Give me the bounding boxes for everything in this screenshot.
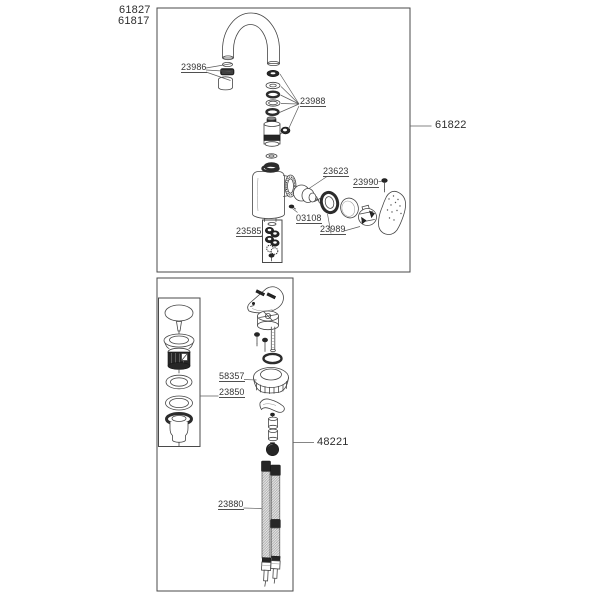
part-label-pop-up-waste: 23850: [219, 387, 245, 398]
part-label-handle-screw: 23990: [353, 177, 379, 188]
mounting-nut-drawing: [253, 367, 289, 395]
set-screw-drawing: [288, 204, 296, 210]
lower-leader-lines: [200, 379, 314, 509]
mounting-bridge-drawing: [257, 310, 279, 331]
base-oring-drawing: [262, 352, 283, 365]
model-number-1: 61827: [119, 4, 151, 16]
part-label-check-valves: 23585: [236, 226, 262, 237]
lever-handle-drawing: [378, 190, 406, 235]
hose-nut-drawing: [265, 442, 279, 456]
hose-guide-drawing: [268, 416, 278, 442]
part-label-aerator: 23986: [181, 62, 207, 73]
part-label-set-screw: 03108: [296, 213, 322, 224]
upper-leader-lines: [205, 63, 432, 237]
escutcheon-ring-drawing: [319, 190, 340, 215]
model-number-2: 61817: [118, 15, 150, 27]
threaded-stud-drawing: [270, 326, 276, 352]
assembly-ref-upper: 61822: [435, 119, 467, 131]
check-valve-box: [262, 219, 283, 263]
hose-connectors-drawing: [261, 555, 281, 587]
lower-diagram-panel: [156, 277, 314, 592]
handle-screw-drawing: [381, 178, 388, 193]
hose-retainer-drawing: [259, 398, 285, 420]
aerator-parts-drawing: [218, 62, 235, 91]
handle-adapter-drawing: [358, 204, 377, 226]
cartridge-drawing: [293, 184, 321, 204]
upper-diagram-panel: [156, 7, 432, 273]
check-valve-parts-drawing: [264, 222, 280, 262]
cap-drawing: [340, 197, 359, 219]
base-screws-drawing: [254, 332, 268, 352]
part-label-supply-hose: 23880: [218, 499, 244, 510]
part-label-mounting-nut: 58357: [219, 371, 245, 382]
part-label-cartridge: 23623: [323, 166, 349, 177]
spout-seal-stack-drawing: [263, 70, 291, 171]
faucet-body-drawing: [252, 164, 297, 222]
supply-hoses-drawing: [261, 460, 281, 559]
spout-drawing: [222, 12, 280, 67]
pop-up-drain-parts-drawing: [163, 304, 195, 447]
part-label-spout-seals: 23988: [300, 96, 326, 107]
assembly-ref-lower: 48221: [317, 436, 349, 448]
base-plate-drawing: [247, 286, 284, 314]
part-label-escutcheon-cap: 23989: [320, 224, 346, 235]
